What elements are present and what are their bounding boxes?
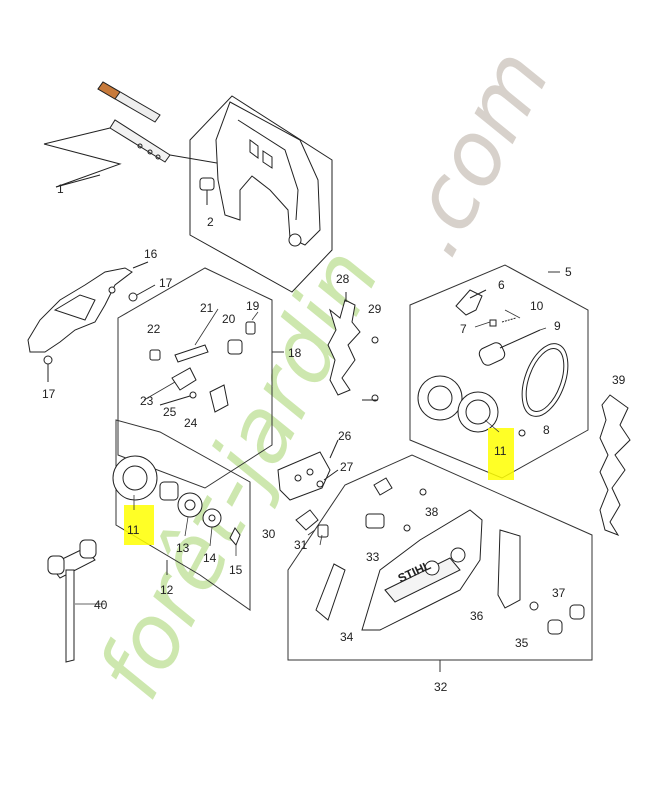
label-39: 39 [612,373,626,387]
label-17b: 17 [42,387,56,401]
label-28: 28 [336,272,350,286]
part-17-screw-a[interactable] [128,284,156,302]
label-32: 32 [434,680,448,694]
label-23: 23 [140,394,154,408]
label-10: 10 [530,299,544,313]
group-32-box [287,454,593,672]
label-16: 16 [144,247,158,261]
label-21: 21 [200,301,214,315]
label-5: 5 [565,265,572,279]
label-8: 8 [543,423,550,437]
label-7: 7 [460,322,467,336]
label-11-clutch: 11 [127,523,140,537]
label-13: 13 [176,541,190,555]
part-2-and-guard[interactable] [189,95,333,293]
label-27: 27 [340,460,354,474]
label-35: 35 [515,636,529,650]
label-9: 9 [554,319,561,333]
label-37: 37 [552,586,566,600]
label-29: 29 [368,302,382,316]
group-12-box [115,419,251,611]
label-11-starter: 11 [494,444,507,458]
part-16-handguard[interactable] [27,261,149,353]
watermark-tld: .com [378,33,570,272]
label-17a: 17 [159,276,173,290]
label-25: 25 [163,405,177,419]
label-6: 6 [498,278,505,292]
part-39-spike[interactable] [599,394,631,536]
highlight-11-clutch [124,505,154,545]
group-5-box [409,264,589,479]
part-40-wrench[interactable] [47,539,97,663]
label-15: 15 [229,563,243,577]
label-36: 36 [470,609,484,623]
label-1: 1 [57,182,64,196]
label-38: 38 [425,505,439,519]
label-12: 12 [160,583,174,597]
part-28-spike[interactable] [327,292,379,402]
part-17-screw-b[interactable] [43,355,53,382]
label-2: 2 [207,215,214,229]
parts-5-11-starter[interactable] [417,289,577,437]
label-31: 31 [294,538,308,552]
parts-11-15-clutch[interactable] [112,455,241,546]
label-34: 34 [340,630,354,644]
label-20: 20 [222,312,236,326]
part-1-sticker-set[interactable] [43,81,271,188]
label-30: 30 [262,527,276,541]
label-33: 33 [366,550,380,564]
parts-19-25-brake[interactable] [149,321,256,413]
labels: 1 2 16 17 17 21 19 20 22 18 23 25 24 28 … [42,182,626,694]
label-22: 22 [147,322,161,336]
group-18-box [117,267,284,489]
label-26: 26 [338,429,352,443]
label-19: 19 [246,299,260,313]
label-24: 24 [184,416,198,430]
label-18: 18 [288,346,302,360]
parts-32-38-sprocket-cover[interactable]: STIHL [315,477,585,635]
highlight-11-starter [488,428,514,480]
parts-26-31[interactable] [277,439,339,538]
leader-lines [75,308,547,605]
label-40: 40 [94,598,108,612]
label-14: 14 [203,551,217,565]
